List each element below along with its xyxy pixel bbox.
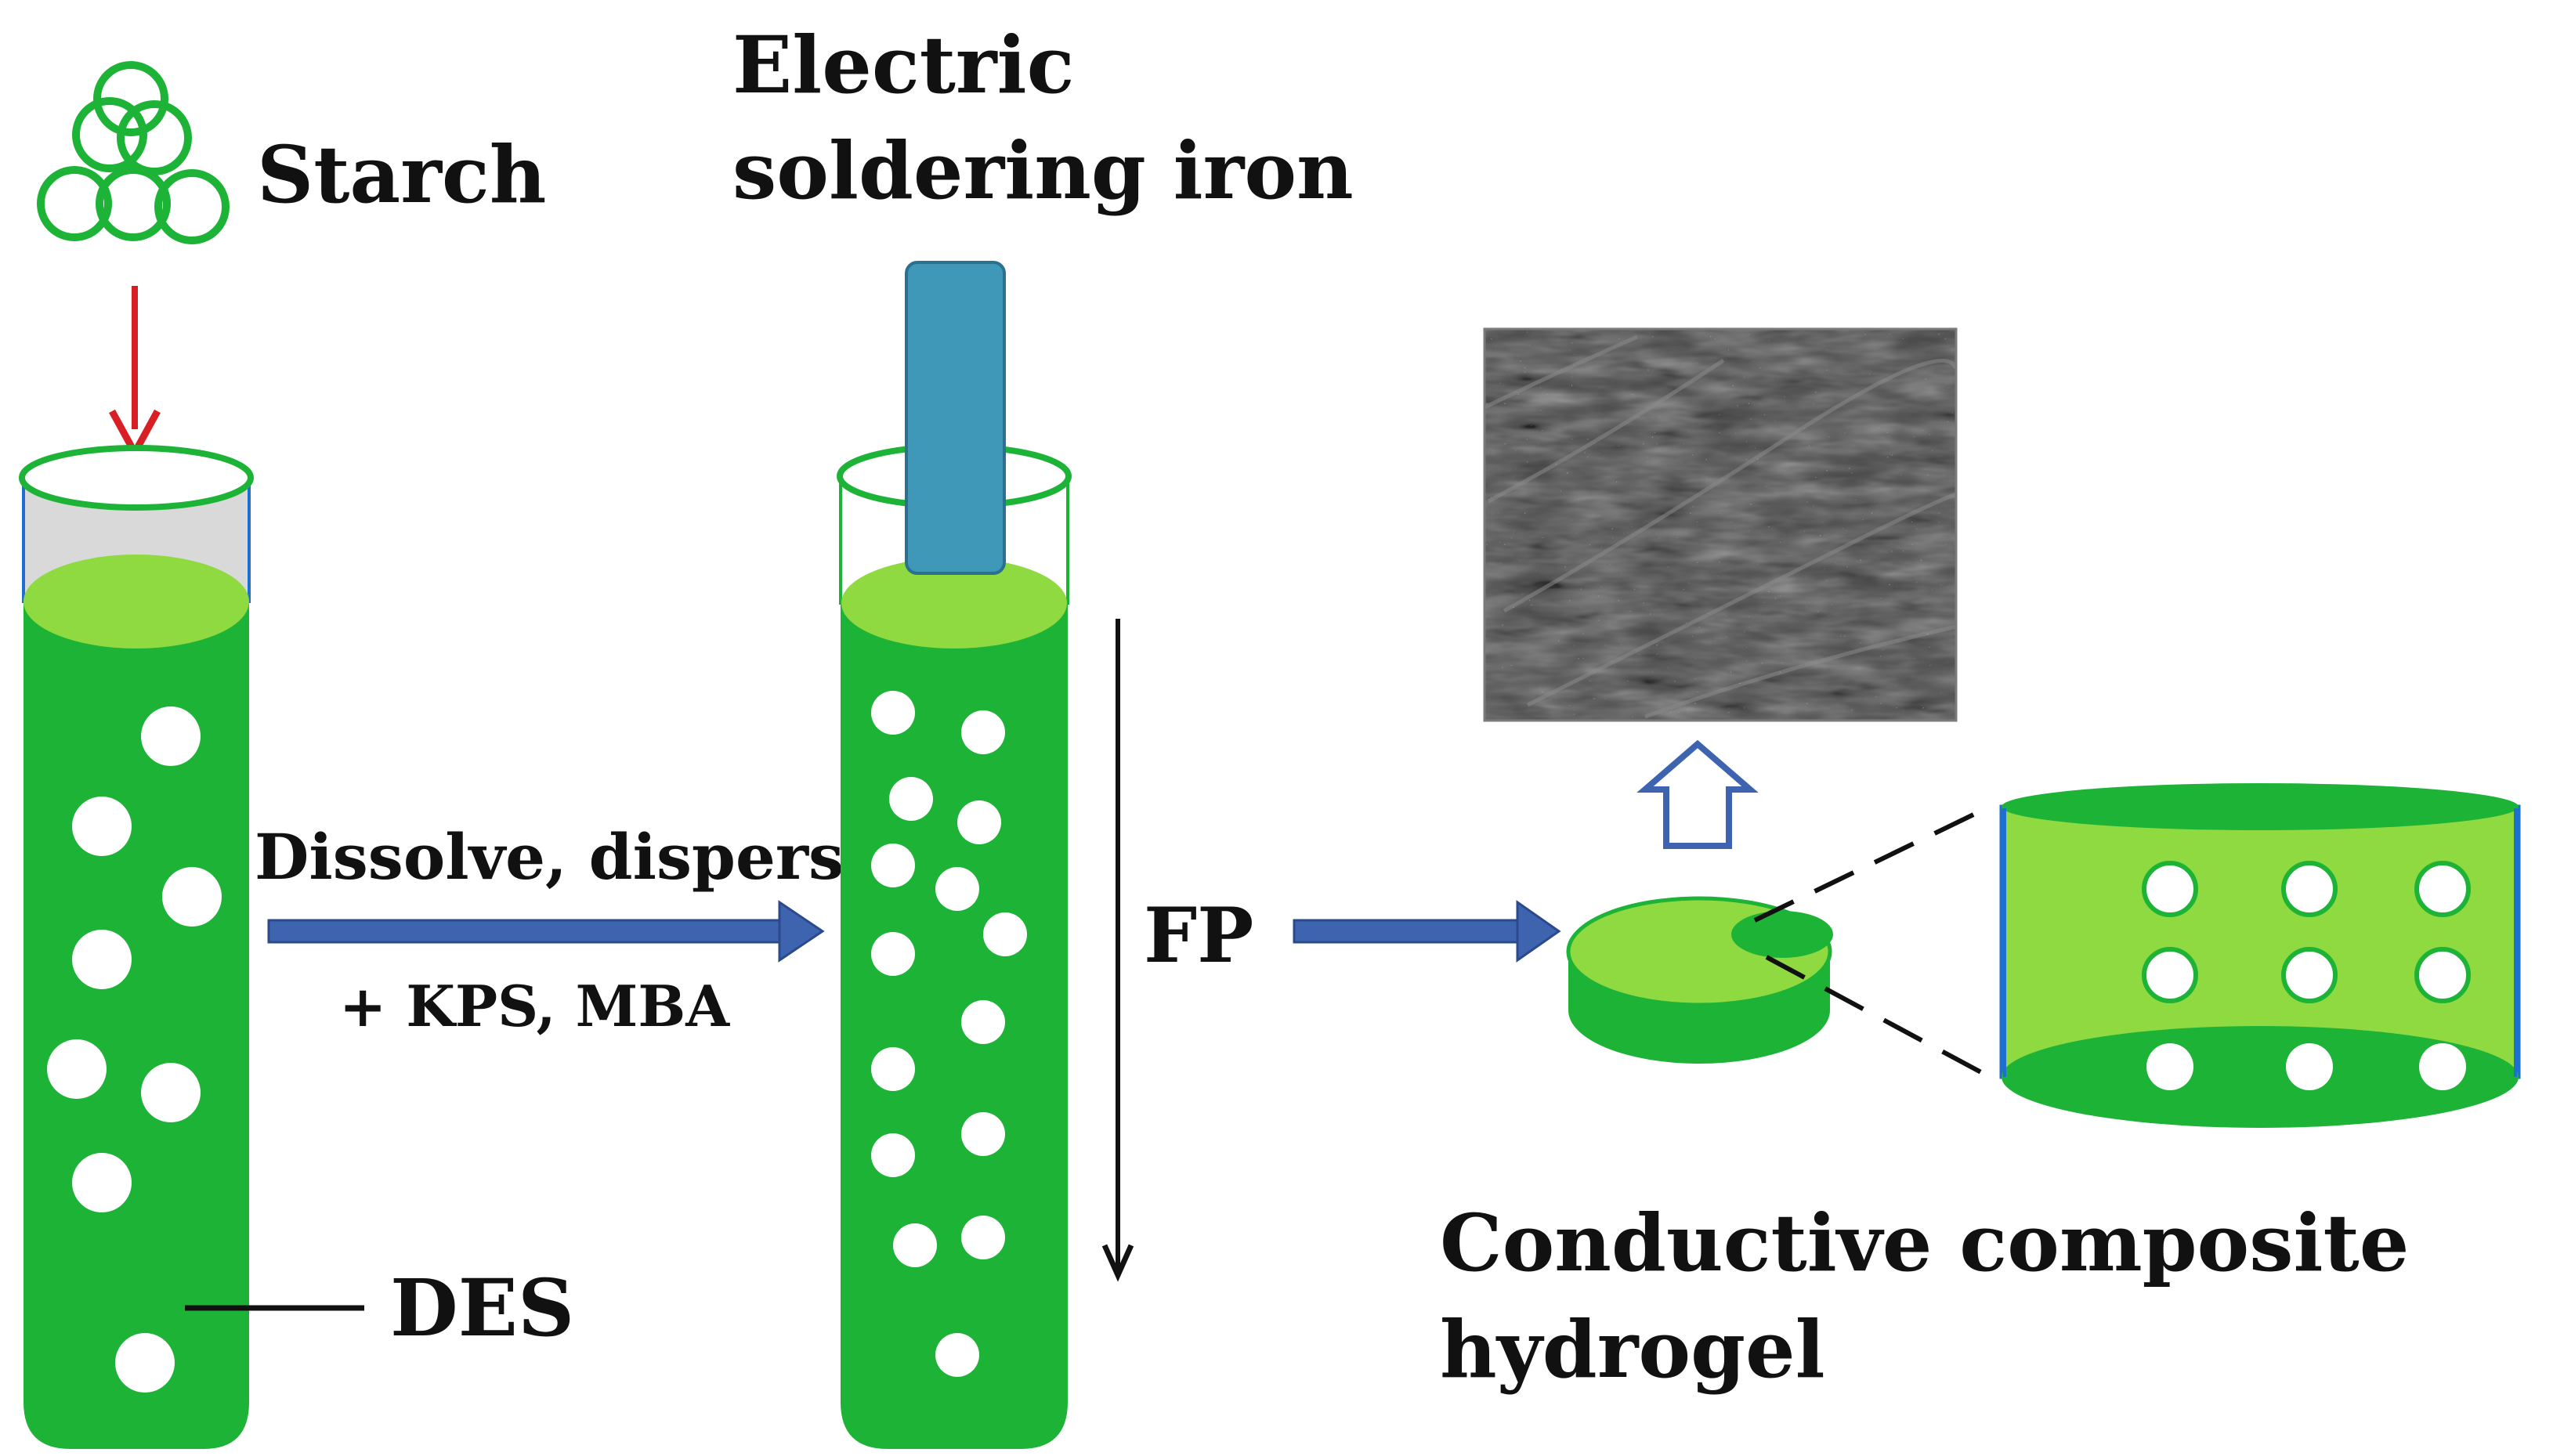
frontal-polymerization-arrow <box>1101 619 1134 1282</box>
iron-label-line1: Electric <box>732 19 1074 111</box>
dissolve-arrow <box>267 900 825 963</box>
product-label-line2: hydrogel <box>1440 1303 1825 1396</box>
hydrogel-disc <box>1566 896 1833 1064</box>
iron-label-line2: soldering iron <box>732 125 1354 217</box>
additives-label: + KPS, MBA <box>339 973 730 1039</box>
des-label: DES <box>390 1262 574 1354</box>
zoom-dashed-lines <box>1753 804 1991 1079</box>
test-tube-reaction <box>837 443 1072 1449</box>
fp-label: FP <box>1144 891 1253 980</box>
product-label-line1: Conductive composite <box>1440 1197 2409 1289</box>
fp-to-hydrogel-arrow <box>1293 900 1561 963</box>
sem-micrograph <box>1485 329 1956 721</box>
enlarged-hydrogel-cylinder <box>1999 783 2521 1128</box>
dissolve-label: Dissolve, disperse <box>255 820 884 894</box>
starch-label: Starch <box>257 128 546 221</box>
starch-granules-icon <box>37 61 230 244</box>
sem-frame <box>1483 327 1958 722</box>
soldering-iron-icon <box>905 261 1006 575</box>
test-tube-des <box>19 445 254 1449</box>
starch-addition-arrow <box>109 286 161 461</box>
hollow-up-arrow-icon <box>1636 739 1759 849</box>
